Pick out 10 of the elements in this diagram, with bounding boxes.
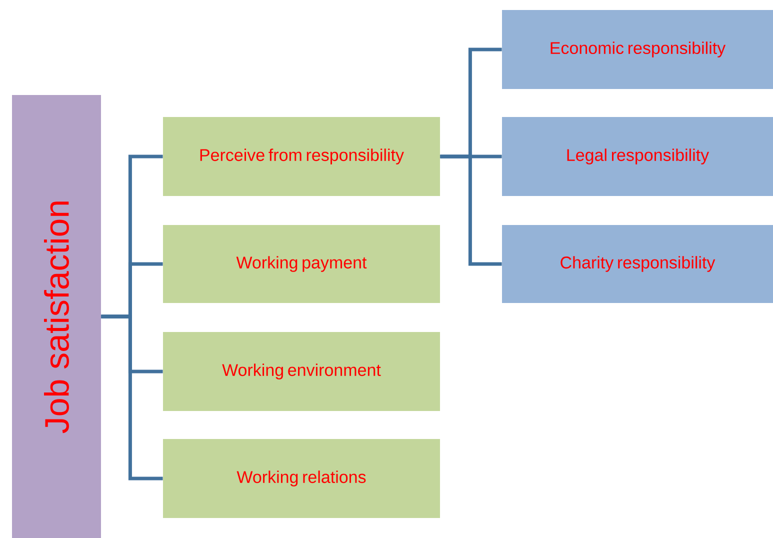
responsibility-box: Economic responsibility — [502, 10, 773, 89]
factor-box: Working payment — [163, 225, 440, 303]
connector-line — [101, 314, 163, 480]
category-box: Job satisfaction — [12, 95, 101, 538]
responsibility-box: Legal responsibility — [502, 117, 773, 196]
factor-box: Perceive from responsibility — [163, 117, 440, 196]
connector-line — [440, 154, 502, 266]
factor-box: Working relations — [163, 439, 440, 518]
responsibility-box: Charity responsibility — [502, 225, 773, 303]
factor-box: Working environment — [163, 332, 440, 411]
